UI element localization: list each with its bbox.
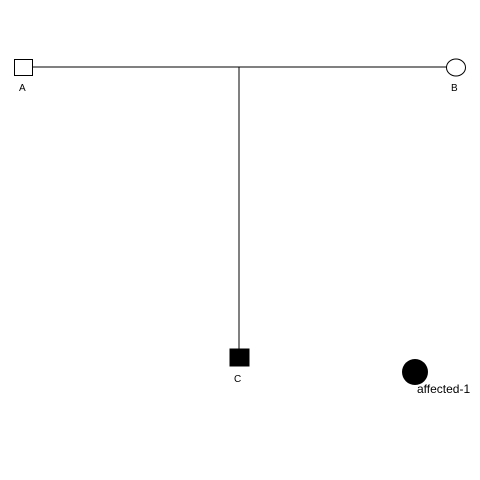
individual-a-male-symbol[interactable] <box>14 59 33 76</box>
legend-affected-symbol <box>402 359 428 385</box>
individual-c-male-symbol[interactable] <box>229 348 250 367</box>
individual-b-female-symbol[interactable] <box>446 58 466 77</box>
individual-c-label: C <box>234 374 241 385</box>
individual-b-label: B <box>451 83 458 94</box>
legend-affected-label: affected-1 <box>417 382 470 396</box>
individual-a-label: A <box>19 83 26 94</box>
